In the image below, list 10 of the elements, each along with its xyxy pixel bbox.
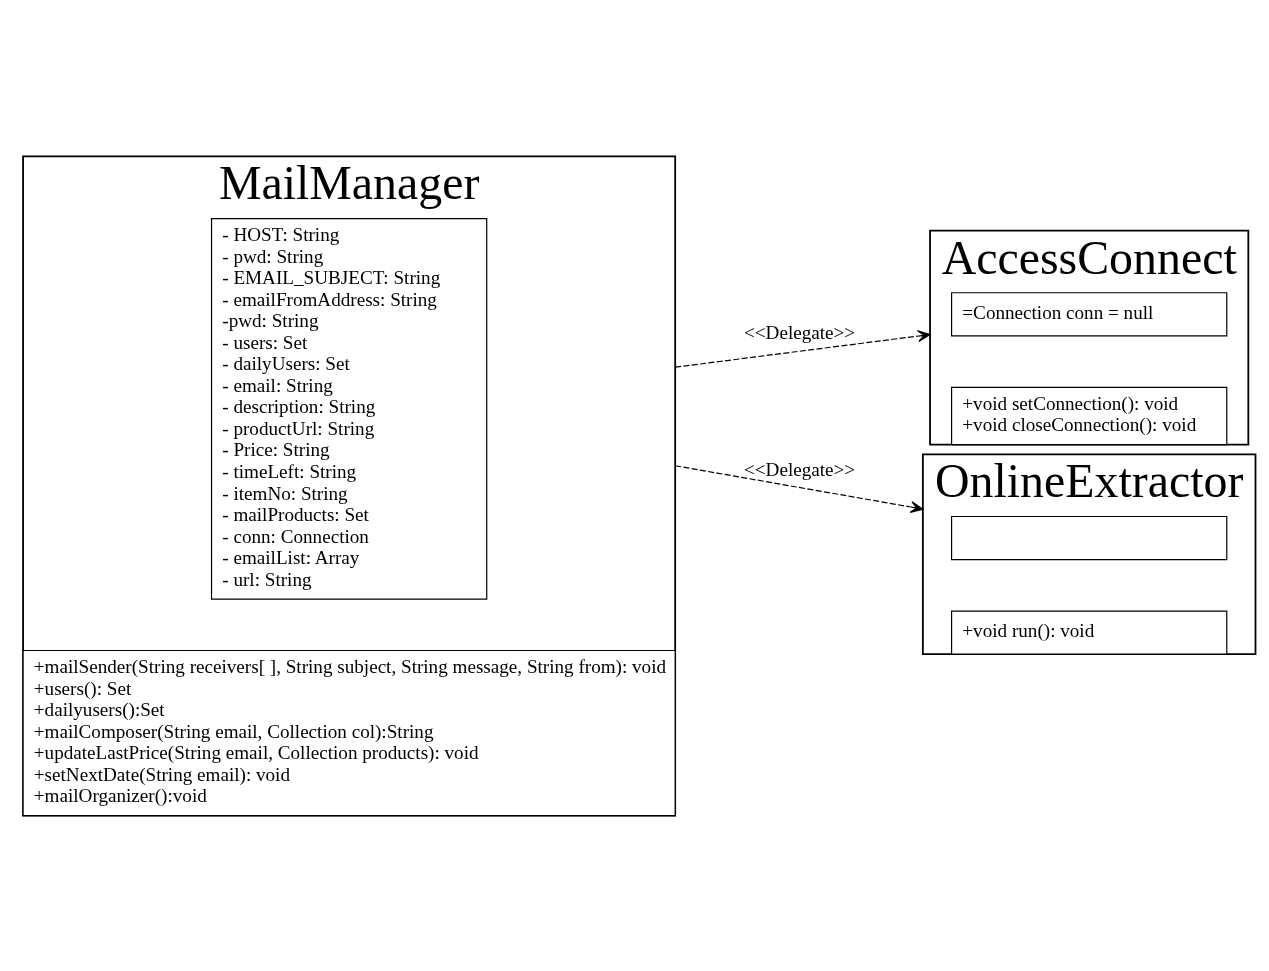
edge-label: <<Delegate>> xyxy=(744,321,856,343)
arrow xyxy=(674,329,931,368)
edge-label: <<Delegate>> xyxy=(744,458,856,480)
arrow xyxy=(674,464,924,513)
node-box: =Connection conn = null xyxy=(951,291,1228,336)
node-box: +mailSender(String receivers[ ], String subject, String message, String from): void +users(): Set +dailyusers():Set +mailComposer(String email, Collection col):String +updateLastPrice(String email, Collection products): void +setNextDate(String email): void +mailOrganizer():void xyxy=(22,649,676,816)
node-box: +void run(): void xyxy=(951,609,1228,655)
node-box: +void setConnection(): void +void closeConnection(): void xyxy=(951,386,1228,445)
node-box xyxy=(951,515,1228,560)
node-box: - HOST: String - pwd: String - EMAIL_SUBJECT: String - emailFromAddress: String -pwd: String - users: Set - dailyUsers: Set - email: String - description: String - productUrl: String - Price: String - timeLeft: String - itemNo: String - mailProducts: Set - conn: Connection - emailList: Array - url: String xyxy=(210,217,488,600)
